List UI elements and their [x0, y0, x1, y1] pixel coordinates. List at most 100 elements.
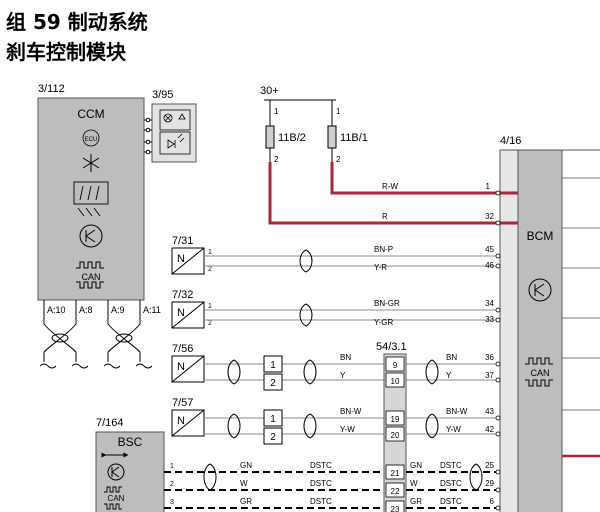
wire-y-w-right-label: Y-W: [446, 425, 461, 434]
bsc-ref: 7/164: [96, 417, 124, 429]
fuse-11b1-pin-bottom: 2: [336, 155, 341, 164]
twist-icon: [203, 463, 483, 491]
bcm-pin-36: 36: [485, 353, 494, 362]
ccm-panel-ref: 3/95: [152, 89, 173, 101]
ccm-pin-a8: A:8: [79, 305, 93, 315]
page-subtitle: 刹车控制模块: [6, 40, 126, 64]
sensor-7-57-wires: [204, 417, 496, 435]
fuse-11b2-pin-bottom: 2: [274, 155, 279, 164]
wire-bn-gr-label: BN-GR: [374, 299, 400, 308]
bcm-can-label: CAN: [530, 368, 549, 378]
wire-r-w: [330, 162, 496, 195]
bsc-transistor-icon: [107, 463, 125, 481]
bsc-pin-3: 3: [170, 499, 174, 506]
bcm-pin-1: 1: [486, 182, 491, 191]
sensor-7-56-ref: 7/56: [172, 343, 193, 355]
sensor-7-57-diagonal: [171, 409, 205, 437]
bsc-wire-dstc-1-right-label: DSTC: [440, 461, 462, 470]
sensor-7-31-ref: 7/31: [172, 235, 193, 247]
sensor-7-56-wires: [204, 363, 496, 381]
bsc-pin-2: 2: [170, 481, 174, 488]
bsc-pin-1: 1: [170, 463, 174, 470]
bsc-wire-dstc-2-right-label: DSTC: [440, 479, 462, 488]
bsc-wire-dstc-3-label: DSTC: [310, 497, 332, 506]
bcm-pin-6: 6: [490, 497, 495, 506]
sensor-7-56-diagonal: [171, 355, 205, 383]
splice-pin-10: 10: [391, 377, 400, 386]
sensor-7-56-symbol: N: [177, 361, 185, 373]
inline-connector-a-pin-1: 1: [270, 360, 276, 371]
wire-bn-w-label: BN-W: [340, 407, 362, 416]
ccm-can-icon: [76, 261, 104, 289]
bcm-transistor-icon: [528, 278, 552, 302]
bsc-module-box: [95, 431, 165, 512]
ccm-can-label: CAN: [81, 272, 100, 282]
transistor-icon: [79, 224, 103, 248]
bsc-wire-gn-right-label: GN: [410, 461, 422, 470]
bcm-can-icon: [525, 357, 553, 387]
fuse-11b1-label: 11B/1: [340, 132, 368, 144]
fuse-11b1-pin-top: 1: [336, 107, 341, 116]
ccm-twisted-pair-left: [43, 323, 77, 353]
panel-lamp-icon: [159, 109, 191, 155]
ccm-module-box: [37, 97, 145, 301]
inline-connector-b-pin-2-box: [263, 427, 283, 445]
sensor-7-57-ref: 7/57: [172, 397, 193, 409]
sensor-7-32-pin-1: 1: [208, 303, 212, 310]
bsc-wire-w-label: W: [240, 479, 248, 488]
bsc-wire-gr-right-label: GR: [410, 497, 422, 506]
twist-icon: [227, 359, 439, 385]
bcm-pin-37: 37: [485, 371, 494, 380]
twist-icon: [299, 249, 313, 273]
splice-pin-20: 20: [391, 431, 400, 440]
bcm-pin-25: 25: [485, 461, 494, 470]
twist-icon: [227, 413, 439, 439]
wire-y-w-label: Y-W: [340, 425, 355, 434]
ccm-twisted-pair-right: [107, 323, 141, 353]
bsc-label: BSC: [118, 435, 143, 449]
wire-r-label: R: [382, 212, 388, 221]
wire-bn-w-right-label: BN-W: [446, 407, 468, 416]
wire-bn-right-label: BN: [446, 353, 457, 362]
bcm-pin-dots: [495, 190, 501, 511]
bsc-wire-gn-label: GN: [240, 461, 252, 470]
splice-pin-19: 19: [391, 415, 400, 424]
ccm-pin-lines: [43, 300, 141, 324]
sensor-7-32-ref: 7/32: [172, 289, 193, 301]
power-supply-label: 30+: [260, 85, 279, 97]
bcm-module-extension: [561, 149, 600, 512]
wire-y-gr-label: Y-GR: [374, 318, 393, 327]
bcm-ref: 4/16: [500, 135, 521, 147]
sensor-7-32-symbol: N: [177, 307, 185, 319]
bcm-label: BCM: [527, 229, 554, 243]
wire-r-w-label: R-W: [382, 182, 398, 191]
bcm-pin-43: 43: [485, 407, 494, 416]
sensor-7-57-symbol: N: [177, 415, 185, 427]
splice-pin-21: 21: [391, 469, 400, 478]
bcm-connector-strip: [499, 149, 519, 512]
splice-pin-23: 23: [391, 505, 400, 512]
sensor-7-32-pin-2: 2: [208, 320, 212, 327]
ccm-pin-a9: A:9: [111, 305, 125, 315]
bcm-pin-29: 29: [485, 479, 494, 488]
sensor-7-31-pin-1: 1: [208, 249, 212, 256]
splice-pin-boxes: [385, 356, 405, 512]
sensor-7-31-wires: [204, 255, 496, 267]
ccm-ref: 3/112: [38, 83, 65, 95]
wire-bn-label: BN: [340, 353, 351, 362]
bsc-can-icon: [104, 486, 122, 510]
inline-connector-a-pin-1-box: [263, 355, 283, 373]
bsc-wire-dstc-1-label: DSTC: [310, 461, 332, 470]
svg-text:ECU: ECU: [85, 137, 98, 143]
fuse-11b2-label: 11B/2: [278, 132, 306, 144]
bsc-wire-w-right-label: W: [410, 479, 418, 488]
bsc-can-label: CAN: [108, 494, 125, 503]
sensor-7-32-wires: [204, 309, 496, 321]
splice-pin-22: 22: [391, 487, 400, 496]
bsc-wire-gr-label: GR: [240, 497, 252, 506]
ecu-chip-icon: ECU: [82, 129, 100, 147]
fuse-11b1: 1 2 11B/1: [327, 100, 368, 164]
inline-connector-b-pin-1-box: [263, 409, 283, 427]
page-title: 组 59 制动系统: [6, 10, 148, 34]
